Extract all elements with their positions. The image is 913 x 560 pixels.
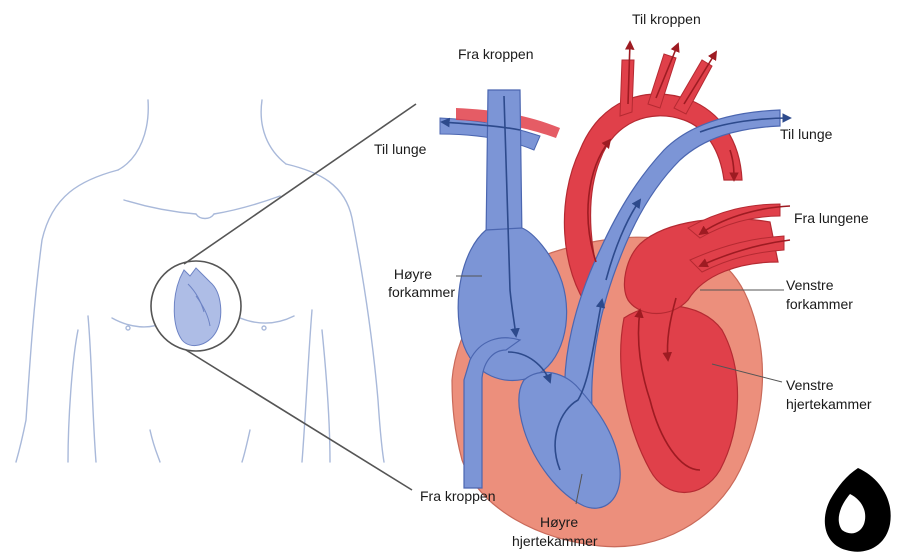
label-right-ventricle-line1: Høyre <box>540 514 578 531</box>
watermark-shape <box>825 468 891 552</box>
label-to-lung-right: Til lunge <box>780 126 832 143</box>
label-from-body-top: Fra kroppen <box>458 46 533 63</box>
label-left-ventricle-line2: hjertekammer <box>786 396 872 413</box>
label-to-body: Til kroppen <box>632 11 701 28</box>
label-left-atrium-line2: forkammer <box>786 296 853 313</box>
label-from-body-bottom: Fra kroppen <box>420 488 495 505</box>
sternum-notch <box>196 214 214 219</box>
abdomen-line-right <box>242 430 250 462</box>
abdomen-line-left <box>150 430 160 462</box>
right-inner-arm <box>322 330 330 462</box>
right-torso-side <box>302 310 312 462</box>
label-right-atrium-line2: forkammer <box>388 284 455 301</box>
left-torso-side <box>88 316 96 462</box>
zoom-line-bottom <box>186 350 412 490</box>
magnifier <box>151 261 241 351</box>
left-nipple <box>126 326 130 330</box>
left-clavicle <box>124 200 196 214</box>
neck-right <box>261 100 286 164</box>
label-left-atrium-line1: Venstre <box>786 277 833 294</box>
right-shoulder-arm <box>286 164 384 462</box>
label-right-atrium-line1: Høyre <box>394 266 432 283</box>
label-to-lung-left: Til lunge <box>374 141 426 158</box>
zoom-line-top <box>184 104 416 264</box>
neck-left <box>118 100 148 170</box>
aorta-branch-1 <box>620 60 634 116</box>
right-pectoral <box>240 316 294 323</box>
left-shoulder-arm <box>16 170 118 462</box>
label-left-ventricle-line1: Venstre <box>786 377 833 394</box>
arrow-branch-3 <box>684 52 716 104</box>
left-inner-arm <box>68 330 78 462</box>
right-nipple <box>262 326 266 330</box>
label-right-ventricle-line2: hjertekammer <box>512 533 598 550</box>
label-from-lungs: Fra lungene <box>794 210 869 227</box>
